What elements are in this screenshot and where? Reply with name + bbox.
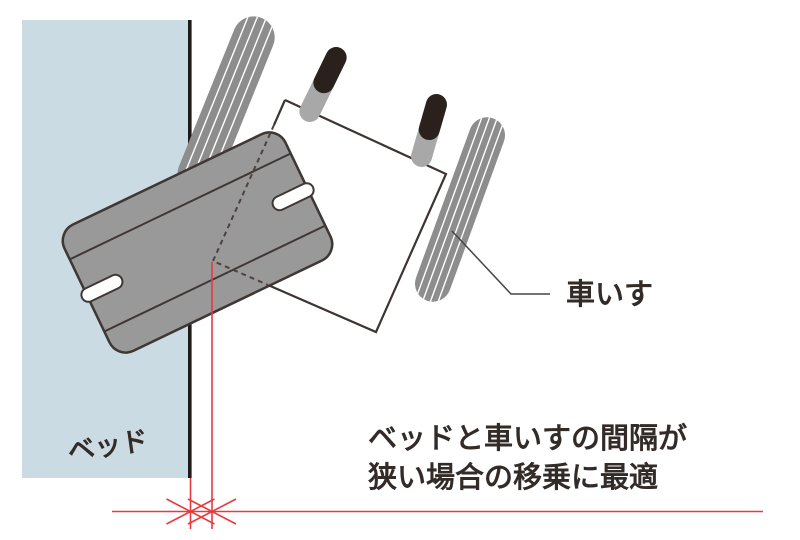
wheelchair-seat-outline bbox=[267, 99, 448, 334]
seat-hidden-edge-dashed bbox=[211, 124, 275, 286]
gap-dimension bbox=[112, 262, 763, 529]
wheelchair-label: 車いす bbox=[566, 279, 654, 311]
caption-line-2: 狭い場合の移乗に最適 bbox=[368, 462, 659, 494]
push-handle-right-icon bbox=[411, 94, 447, 167]
transfer-board bbox=[61, 131, 334, 354]
wheelchair-wheel-right-icon bbox=[414, 114, 506, 305]
board-handle-hole-right bbox=[271, 182, 315, 212]
caption-line-1: ベッドと車いすの間隔が bbox=[368, 423, 688, 455]
push-handle-left-icon bbox=[299, 47, 347, 122]
caption: ベッドと車いすの間隔が 狭い場合の移乗に最適 bbox=[368, 420, 687, 498]
wheelchair-leader-line bbox=[451, 230, 550, 295]
board-handle-hole-left bbox=[80, 273, 124, 303]
wheelchair-wheel-left-icon bbox=[177, 12, 275, 200]
